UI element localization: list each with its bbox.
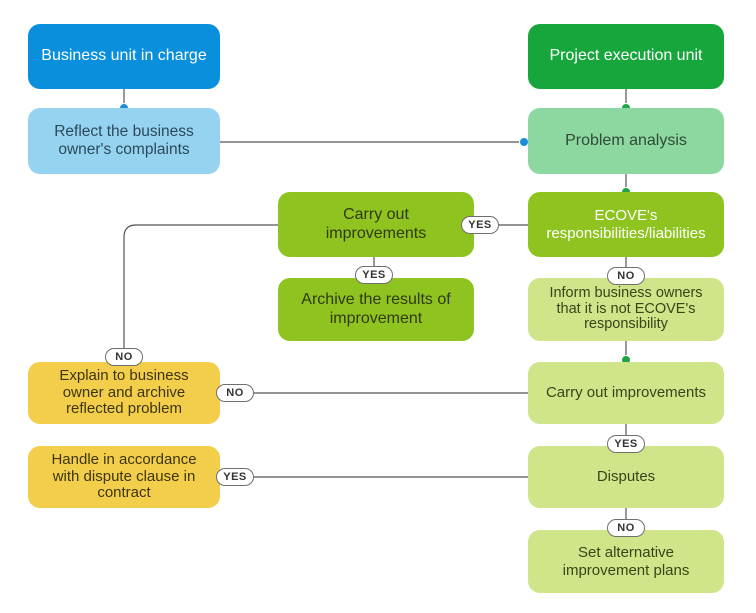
yes-label: YES <box>355 266 393 284</box>
reflect-complaints-box: Reflect the business owner's complaints <box>28 108 220 174</box>
no-label: NO <box>105 348 143 366</box>
no-label: NO <box>216 384 254 402</box>
ecove-responsibility-box: ECOVE's responsibilities/liabilities <box>528 192 724 257</box>
archive-results-box: Archive the results of improvement <box>278 278 474 341</box>
yes-label: YES <box>216 468 254 486</box>
carry-out-right-box: Carry out improvements <box>528 362 724 424</box>
handle-dispute-label: Handle in accordance with dispute clause… <box>51 451 197 502</box>
carry-out-top-box: Carry out improvements <box>278 192 474 257</box>
business-unit-box: Business unit in charge <box>28 24 220 89</box>
yes-label: YES <box>607 435 645 453</box>
handle-dispute-box: Handle in accordance with dispute clause… <box>28 446 220 508</box>
inform-owners-label: Inform business owners that it is not EC… <box>549 284 703 333</box>
problem-analysis-box: Problem analysis <box>528 108 724 174</box>
yes-label: YES <box>461 216 499 234</box>
project-unit-label: Project execution unit <box>549 47 703 65</box>
reflect-complaints-label: Reflect the business owner's complaints <box>54 123 194 158</box>
inform-owners-box: Inform business owners that it is not EC… <box>528 278 724 341</box>
carry-out-top-label: Carry out improvements <box>325 206 427 242</box>
problem-analysis-label: Problem analysis <box>565 131 687 149</box>
no-label: NO <box>607 519 645 537</box>
explain-archive-label: Explain to business owner and archive re… <box>59 367 189 418</box>
business-unit-label: Business unit in charge <box>41 47 207 65</box>
disputes-box: Disputes <box>528 446 724 508</box>
disputes-label: Disputes <box>596 468 656 486</box>
archive-results-label: Archive the results of improvement <box>301 291 451 327</box>
alternative-plans-box: Set alternative improvement plans <box>528 530 724 593</box>
ecove-responsibility-label: ECOVE's responsibilities/liabilities <box>546 207 706 242</box>
carry-out-right-label: Carry out improvements <box>545 384 707 402</box>
explain-archive-box: Explain to business owner and archive re… <box>28 362 220 424</box>
project-unit-box: Project execution unit <box>528 24 724 89</box>
no-label: NO <box>607 267 645 285</box>
alternative-plans-label: Set alternative improvement plans <box>562 544 690 579</box>
